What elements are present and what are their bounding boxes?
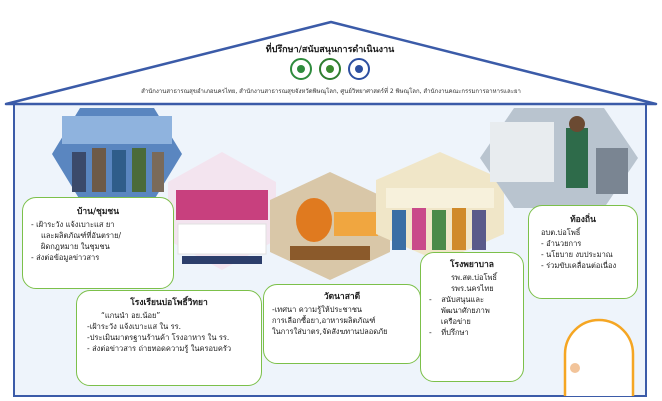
temple-box: วัดนาสาดี -เทศนา ความรู้ให้ประชาชน การเล… (263, 284, 421, 364)
photo-school (168, 152, 276, 270)
local-government-box: ท้องถิ่น อบต.บ่อโพธิ์ - อำนวยการ - นโยบา… (528, 205, 638, 299)
roof-title: ที่ปรึกษา/สนับสนุนการดำเนินงาน (265, 45, 395, 55)
community-title: บ้าน/ชุมชน (76, 207, 120, 217)
door-knob-icon (570, 363, 580, 373)
school-line: “แกนนำ อย.น้อย” (101, 311, 161, 321)
school-box: โรงเรียนบ่อโพธิ์วิทยา “แกนนำ อย.น้อย” -เ… (76, 290, 262, 386)
hospital-line: - สนับสนุนและ (429, 295, 484, 305)
photo-hospital (376, 152, 504, 262)
fda-logo-icon (348, 58, 370, 80)
agency-logos (286, 58, 376, 82)
hospital-line: รพร.นครไทย (451, 284, 494, 294)
community-line: ผิดกฎหมาย ในชุมชน (41, 242, 110, 252)
temple-line: -เทศนา ความรู้ให้ประชาชน (272, 305, 363, 315)
hospital-box: โรงพยาบาล รพ.สต.บ่อโพธิ์ รพร.นครไทย - สน… (420, 252, 524, 382)
house-door (563, 318, 635, 396)
health-ministry-logo-icon (319, 58, 341, 80)
temple-line: การเลือกซื้อยา,อาหารผลิตภัณฑ์ (272, 316, 376, 326)
agency-list: สำนักงานสาธารณสุขอำเภอนครไทย, สำนักงานสา… (141, 88, 521, 95)
photo-temple (270, 172, 390, 280)
hospital-title: โรงพยาบาล (449, 260, 494, 270)
photo-community (52, 108, 182, 200)
photo-local-government (480, 108, 638, 208)
local-government-line: - อำนวยการ (541, 239, 582, 249)
local-government-title: ท้องถิ่น (570, 215, 596, 225)
hospital-line: เครือข่าย (429, 316, 471, 326)
community-line: - ส่งต่อข้อมูลข่าวสาร (31, 252, 100, 262)
school-line: -ประเมินมาตรฐานร้านค้า โรงอาหาร ใน รร. (87, 333, 230, 343)
public-health-logo-icon (290, 58, 312, 80)
school-line: - ส่งต่อข่าวสาร ถ่ายทอดความรู้ ในครอบครั… (87, 343, 232, 353)
temple-line: ในการใส่บาตร,จัดสังฆทานปลอดภัย (272, 327, 388, 337)
local-government-line: อบต.บ่อโพธิ์ (541, 228, 581, 238)
school-line: -เฝ้าระวัง แจ้งเบาะแส ใน รร. (87, 322, 182, 332)
local-government-line: - นโยบาย งบประมาณ (541, 250, 613, 260)
community-line: - เฝ้าระวัง แจ้งเบาะแส ยา (31, 220, 115, 230)
community-box: บ้าน/ชุมชน - เฝ้าระวัง แจ้งเบาะแส ยา และ… (22, 197, 174, 289)
hospital-line: - ที่ปรึกษา (429, 327, 469, 337)
hospital-line: พัฒนาศักยภาพ (429, 305, 490, 315)
community-line: และผลิตภัณฑ์ที่อันตราย/ (41, 231, 122, 241)
temple-title: วัดนาสาดี (323, 292, 361, 302)
hospital-line: รพ.สต.บ่อโพธิ์ (451, 273, 498, 283)
local-government-line: - ร่วมขับเคลื่อนต่อเนื่อง (541, 260, 617, 270)
school-title: โรงเรียนบ่อโพธิ์วิทยา (130, 298, 208, 308)
